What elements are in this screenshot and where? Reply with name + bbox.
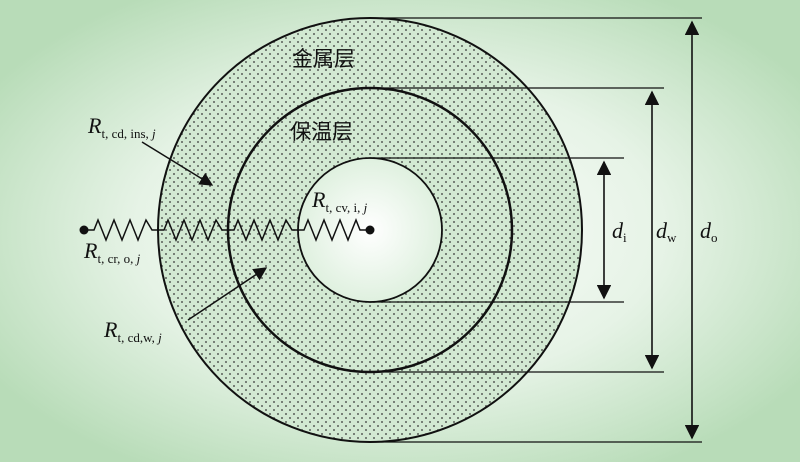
node-center [365, 225, 375, 235]
node-outer [79, 225, 89, 235]
pointer-arrow-cd-w [187, 267, 268, 321]
label-r-cd-ins: Rt, cd, ins, j [87, 113, 156, 141]
thermal-resistance-network [84, 217, 370, 243]
label-dw: dw [656, 218, 677, 245]
label-r-cd-w: Rt, cd,w, j [103, 317, 162, 345]
pointer-arrow-cd-ins [141, 141, 214, 186]
label-r-cv-i: Rt, cv, i, j [311, 187, 368, 215]
extension-lines [370, 17, 702, 443]
insulation-layer-label: 保温层 [290, 120, 353, 144]
label-r-cr-o: Rt, cr, o, j [83, 238, 141, 266]
label-do: do [700, 218, 718, 245]
outer-layer-label: 金属层 [292, 47, 355, 71]
resistor-chain [84, 217, 370, 243]
label-di: di [612, 218, 627, 245]
